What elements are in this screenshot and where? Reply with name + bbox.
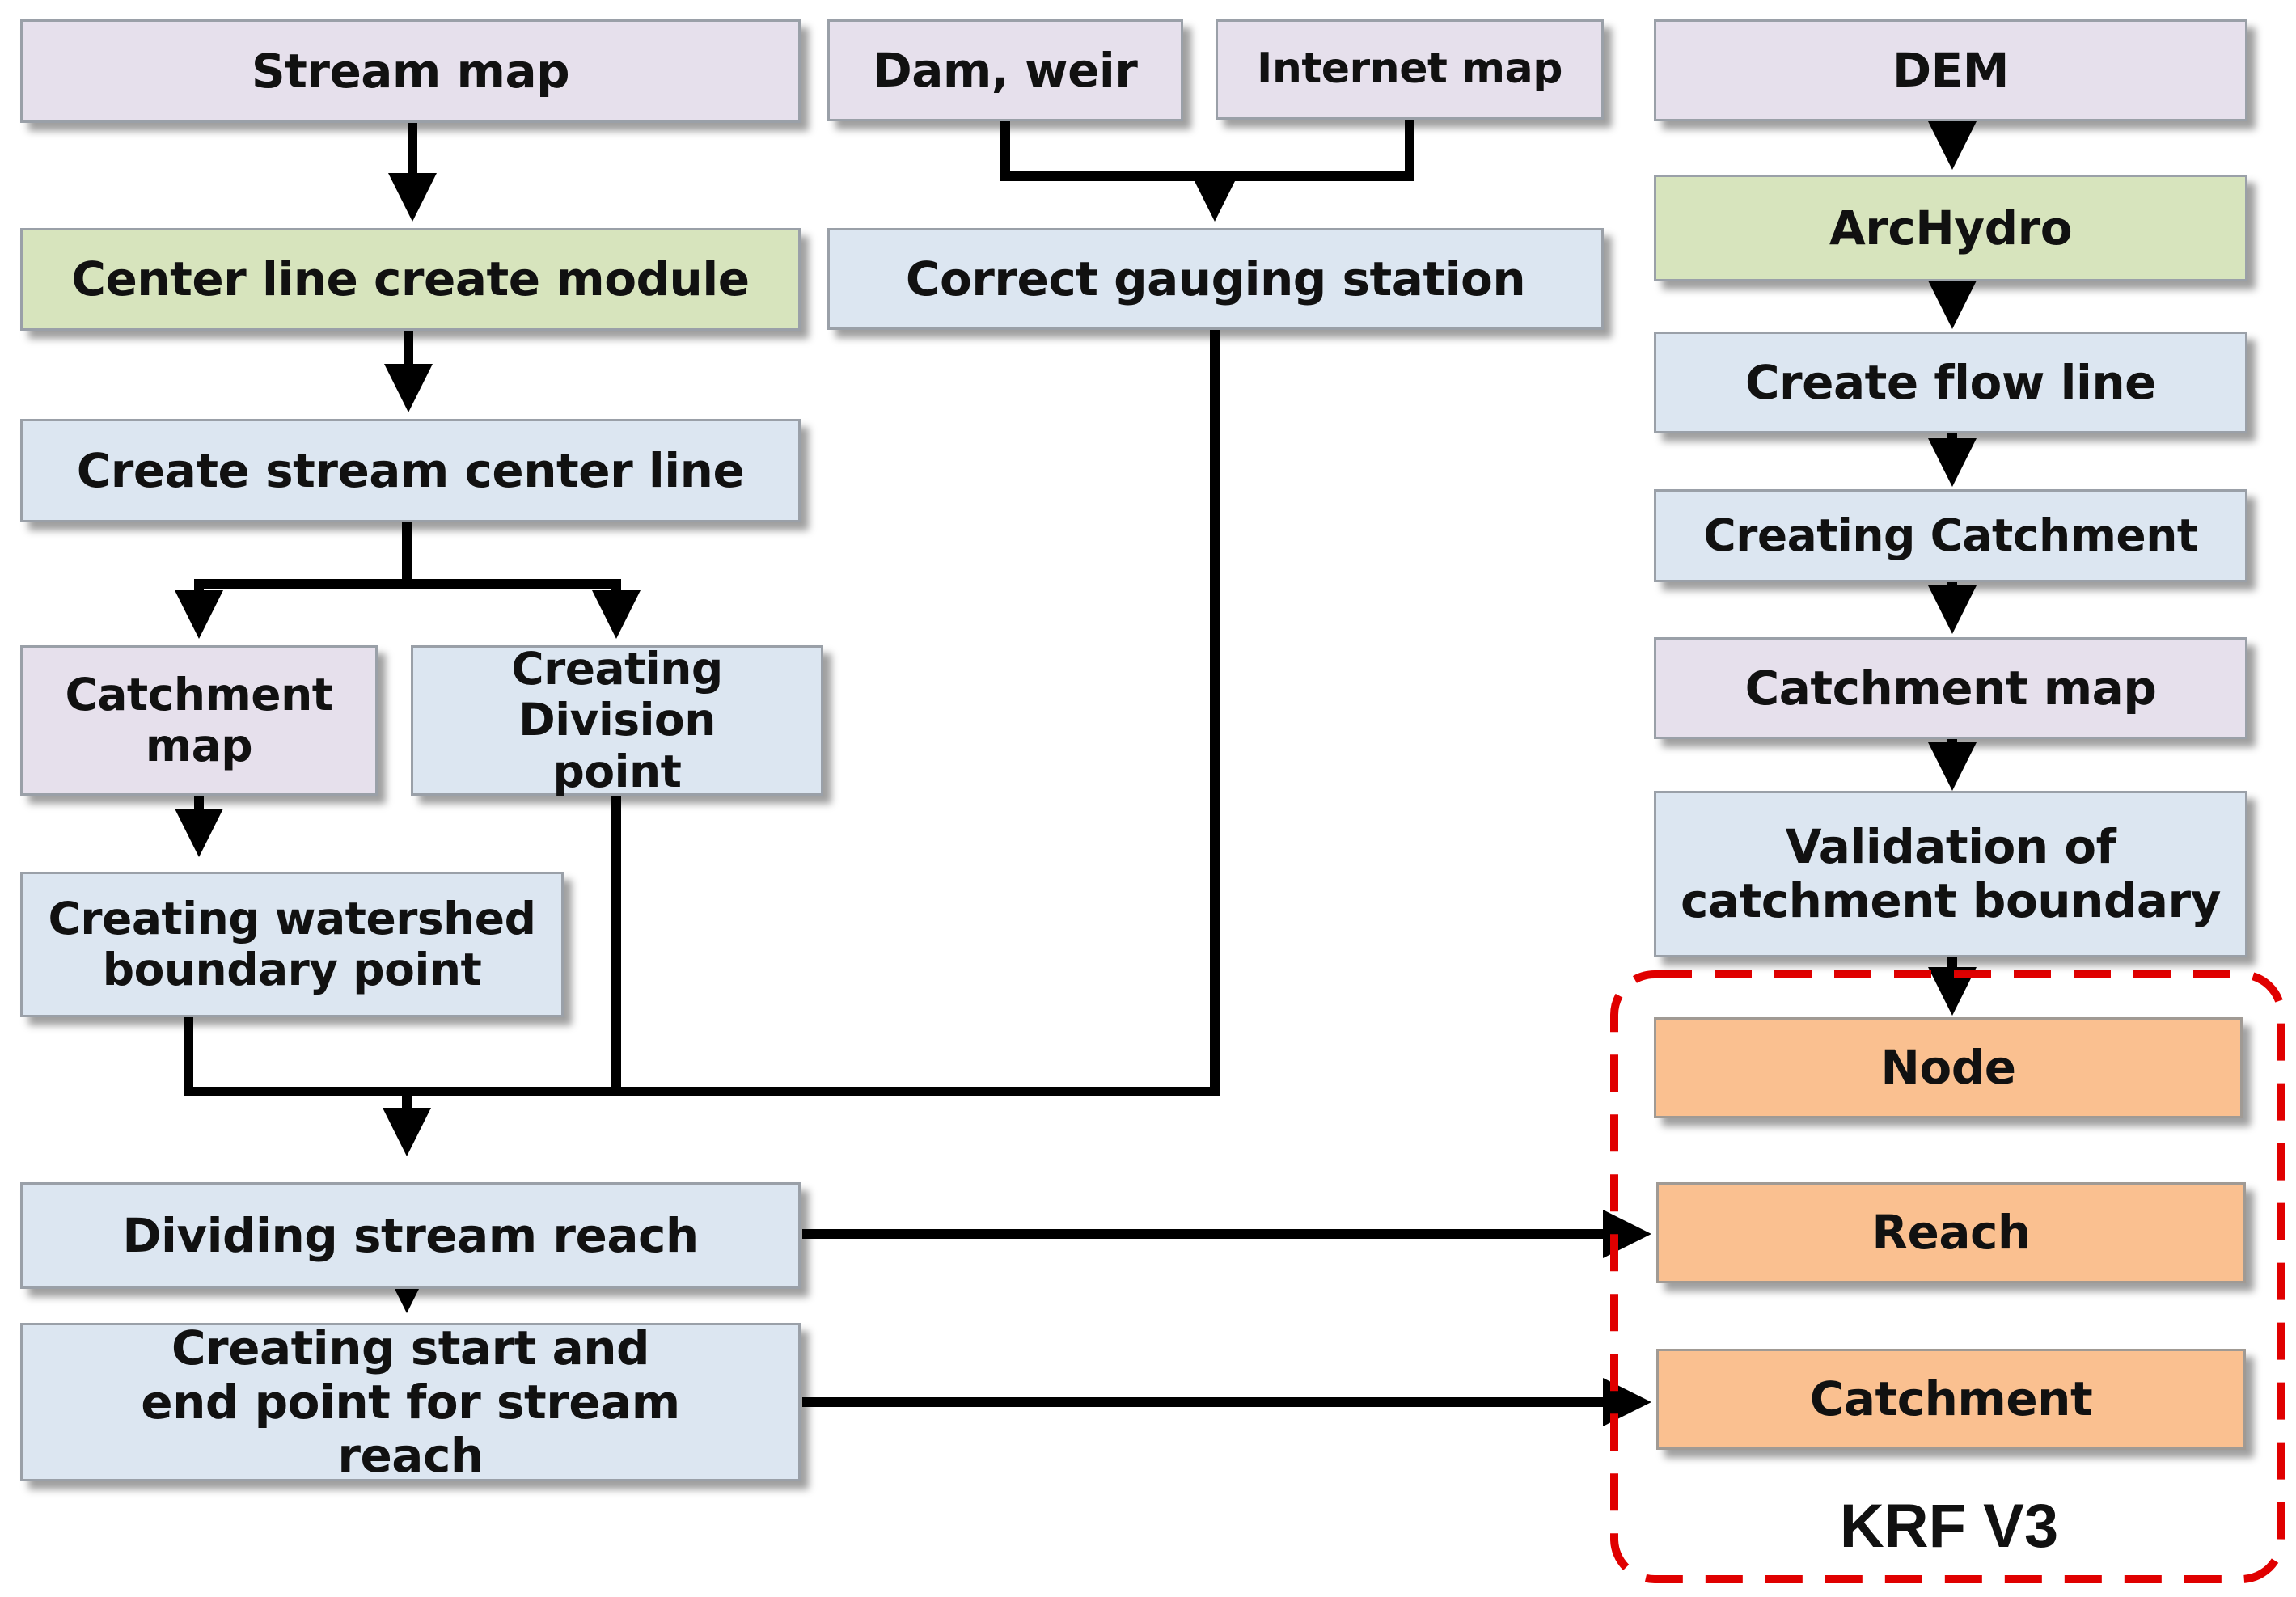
dem-label: DEM <box>1892 42 2009 98</box>
catchment-map-right-label: Catchment map <box>1744 660 2157 716</box>
dividing-reach-label: Dividing stream reach <box>122 1207 699 1263</box>
stream-map-box: Stream map <box>20 19 801 123</box>
watershed-boundary-label: Creating watershed boundary point <box>48 892 536 995</box>
creating-division-box: Creating Division point <box>411 643 823 797</box>
internet-map-box: Internet map <box>1216 19 1604 120</box>
correct-gauging-label: Correct gauging station <box>905 251 1526 306</box>
internet-map-label: Internet map <box>1257 44 1562 94</box>
catchment-map-left-box: Catchment map <box>20 645 378 796</box>
dam-weir-label: Dam, weir <box>873 42 1138 98</box>
start-end-point-box: Creating start and end point for stream … <box>20 1320 801 1484</box>
stream-map-label: Stream map <box>251 43 570 99</box>
reach-box: Reach <box>1656 1182 2246 1283</box>
dem-box: DEM <box>1654 19 2247 121</box>
correct-gauging-box: Correct gauging station <box>827 228 1604 330</box>
catchment-box: Catchment <box>1656 1349 2246 1450</box>
catchment-map-left-label: Catchment map <box>65 668 333 771</box>
watershed-boundary-box: Creating watershed boundary point <box>20 872 564 1017</box>
krf-v3-label: KRF V3 <box>1839 1492 2059 1561</box>
start-end-point-label: Creating start and end point for stream … <box>141 1320 680 1484</box>
node-box: Node <box>1654 1017 2243 1118</box>
create-stream-center-box: Create stream center line <box>20 419 801 522</box>
center-line-module-box: Center line create module <box>20 228 801 331</box>
catchment-map-right-box: Catchment map <box>1654 637 2247 739</box>
create-stream-center-label: Create stream center line <box>76 442 745 498</box>
creating-division-label: Creating Division point <box>511 643 723 797</box>
archydro-box: ArcHydro <box>1654 175 2247 281</box>
archydro-label: ArcHydro <box>1829 200 2073 256</box>
catchment-label: Catchment <box>1809 1371 2093 1427</box>
create-flow-line-label: Create flow line <box>1744 354 2157 410</box>
dam-weir-box: Dam, weir <box>827 19 1183 121</box>
create-flow-line-box: Create flow line <box>1654 332 2247 433</box>
validation-label: Validation of catchment boundary <box>1681 819 2221 928</box>
node-label: Node <box>1880 1040 2016 1096</box>
krf-group-border <box>1610 970 2285 1583</box>
creating-catchment-label: Creating Catchment <box>1703 509 2198 561</box>
reach-label: Reach <box>1871 1205 2031 1261</box>
dividing-reach-box: Dividing stream reach <box>20 1182 801 1289</box>
validation-box: Validation of catchment boundary <box>1654 791 2247 957</box>
creating-catchment-box: Creating Catchment <box>1654 489 2247 582</box>
center-line-module-label: Center line create module <box>71 251 750 307</box>
